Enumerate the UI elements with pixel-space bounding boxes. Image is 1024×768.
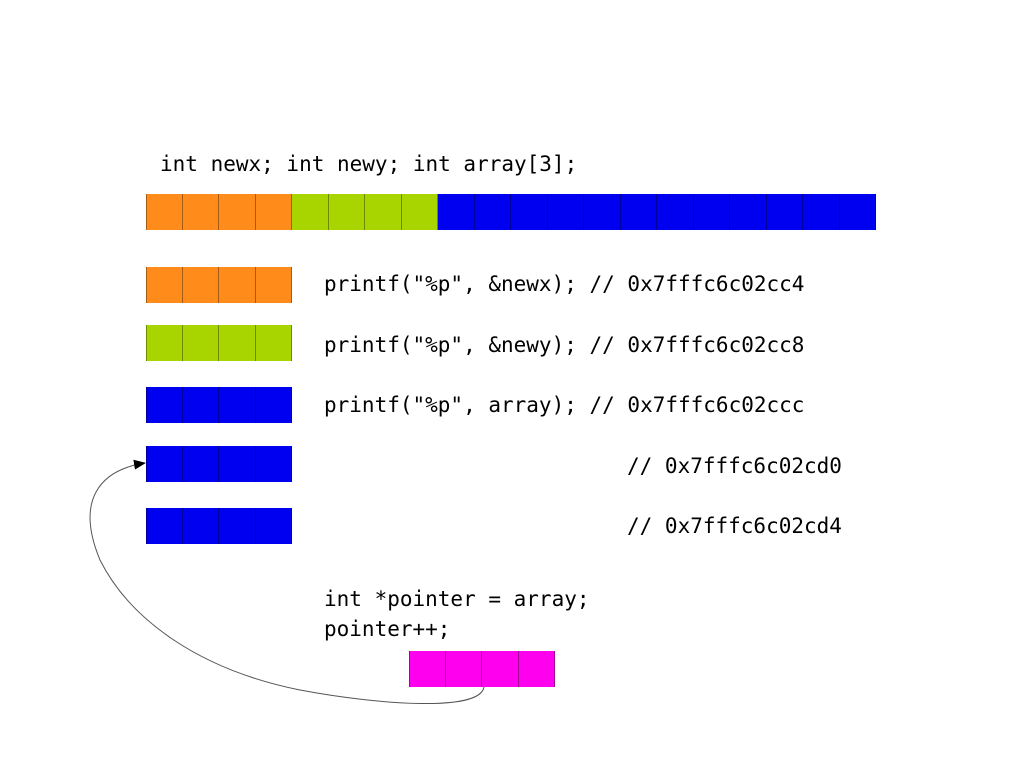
newy-byte-cell: [219, 325, 256, 361]
memory-strip: [146, 194, 876, 230]
printf-array-code: printf("%p", array); // 0x7fffc6c02ccc: [324, 393, 805, 417]
newx-block: [146, 267, 292, 303]
array-byte-cell: [803, 194, 840, 230]
pointer-byte-cell: [409, 651, 446, 687]
pointer-byte-cell: [445, 651, 482, 687]
newx-byte-cell: [219, 194, 256, 230]
newx-byte-cell: [146, 194, 183, 230]
address-comment-cd4: // 0x7fffc6c02cd4: [627, 514, 842, 538]
printf-newy-code: printf("%p", &newy); // 0x7fffc6c02cc8: [324, 333, 805, 357]
newy-byte-cell: [328, 194, 365, 230]
array-byte-cell: [182, 508, 219, 544]
array-byte-cell: [219, 446, 256, 482]
array-byte-cell: [146, 387, 183, 423]
array-byte-cell: [620, 194, 657, 230]
newx-byte-cell: [255, 267, 292, 303]
newy-block: [146, 325, 292, 361]
newx-byte-cell: [219, 267, 256, 303]
array-element-0-block: [146, 387, 292, 423]
newx-byte-cell: [146, 267, 183, 303]
array-byte-cell: [474, 194, 511, 230]
array-byte-cell: [730, 194, 767, 230]
newy-byte-cell: [401, 194, 438, 230]
array-element-2-block: [146, 508, 292, 544]
printf-newx-code: printf("%p", &newx); // 0x7fffc6c02cc4: [324, 272, 805, 296]
newy-byte-cell: [182, 325, 219, 361]
array-byte-cell: [657, 194, 694, 230]
pointer-byte-cell: [518, 651, 555, 687]
array-byte-cell: [547, 194, 584, 230]
array-byte-cell: [693, 194, 730, 230]
pointer-byte-cell: [482, 651, 519, 687]
newx-byte-cell: [182, 194, 219, 230]
newy-byte-cell: [255, 325, 292, 361]
array-byte-cell: [511, 194, 548, 230]
array-byte-cell: [255, 508, 292, 544]
array-byte-cell: [146, 508, 183, 544]
newx-byte-cell: [255, 194, 292, 230]
pointer-block: [409, 651, 555, 687]
newy-byte-cell: [146, 325, 183, 361]
newx-byte-cell: [182, 267, 219, 303]
array-byte-cell: [255, 387, 292, 423]
declaration-code: int newx; int newy; int array[3];: [160, 152, 578, 176]
array-byte-cell: [584, 194, 621, 230]
array-byte-cell: [219, 387, 256, 423]
array-byte-cell: [839, 194, 876, 230]
array-byte-cell: [255, 446, 292, 482]
address-comment-cd0: // 0x7fffc6c02cd0: [627, 454, 842, 478]
array-byte-cell: [438, 194, 475, 230]
newy-byte-cell: [292, 194, 329, 230]
array-byte-cell: [182, 446, 219, 482]
newy-byte-cell: [365, 194, 402, 230]
array-byte-cell: [182, 387, 219, 423]
array-element-1-block: [146, 446, 292, 482]
array-byte-cell: [146, 446, 183, 482]
array-byte-cell: [219, 508, 256, 544]
pointer-declaration-code: int *pointer = array;: [324, 587, 590, 611]
pointer-increment-code: pointer++;: [324, 617, 451, 641]
array-byte-cell: [766, 194, 803, 230]
